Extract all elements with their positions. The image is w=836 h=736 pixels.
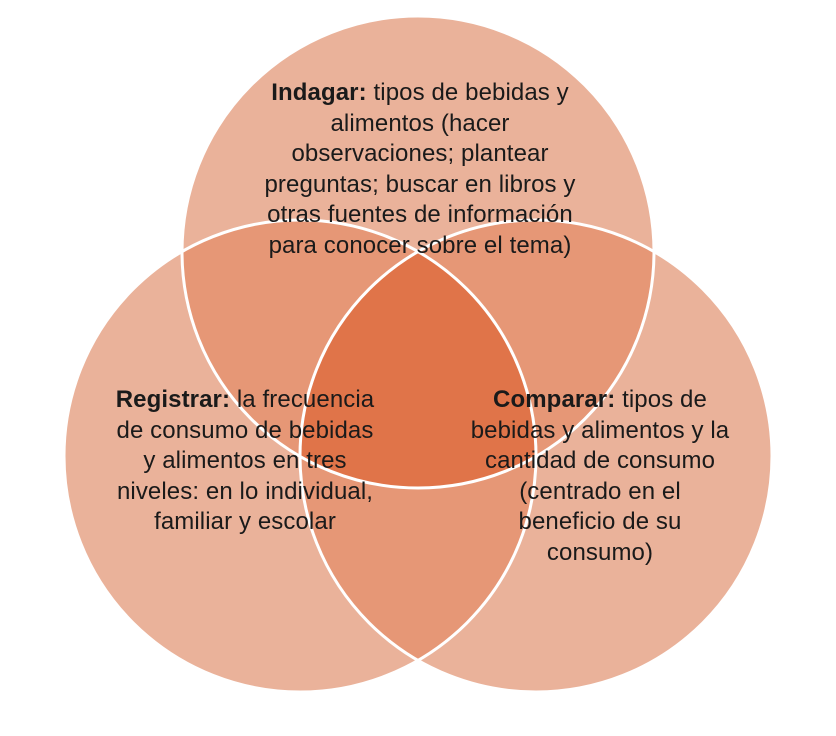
circle-right-keyword: Comparar: [493, 386, 616, 413]
circle-left-description: la frecuencia de consumo de bebidas y al… [116, 386, 375, 535]
circle-top-text: Indagar: tipos de bebidas y alimentos (h… [255, 78, 585, 261]
circle-left-text: Registrar: la frecuencia de consumo de b… [110, 385, 380, 538]
circle-top-description: tipos de bebidas y alimentos (hacer obse… [264, 79, 576, 259]
circle-right-description: tipos de bebidas y alimentos y la cantid… [470, 386, 730, 566]
outline-left [62, 218, 538, 694]
circle-top-keyword: Indagar: [271, 79, 367, 106]
circle-right-text: Comparar: tipos de bebidas y alimentos y… [470, 385, 730, 568]
outline-right [298, 218, 774, 694]
circle-left-keyword: Registrar: [115, 386, 231, 413]
overlap-center [300, 220, 536, 488]
